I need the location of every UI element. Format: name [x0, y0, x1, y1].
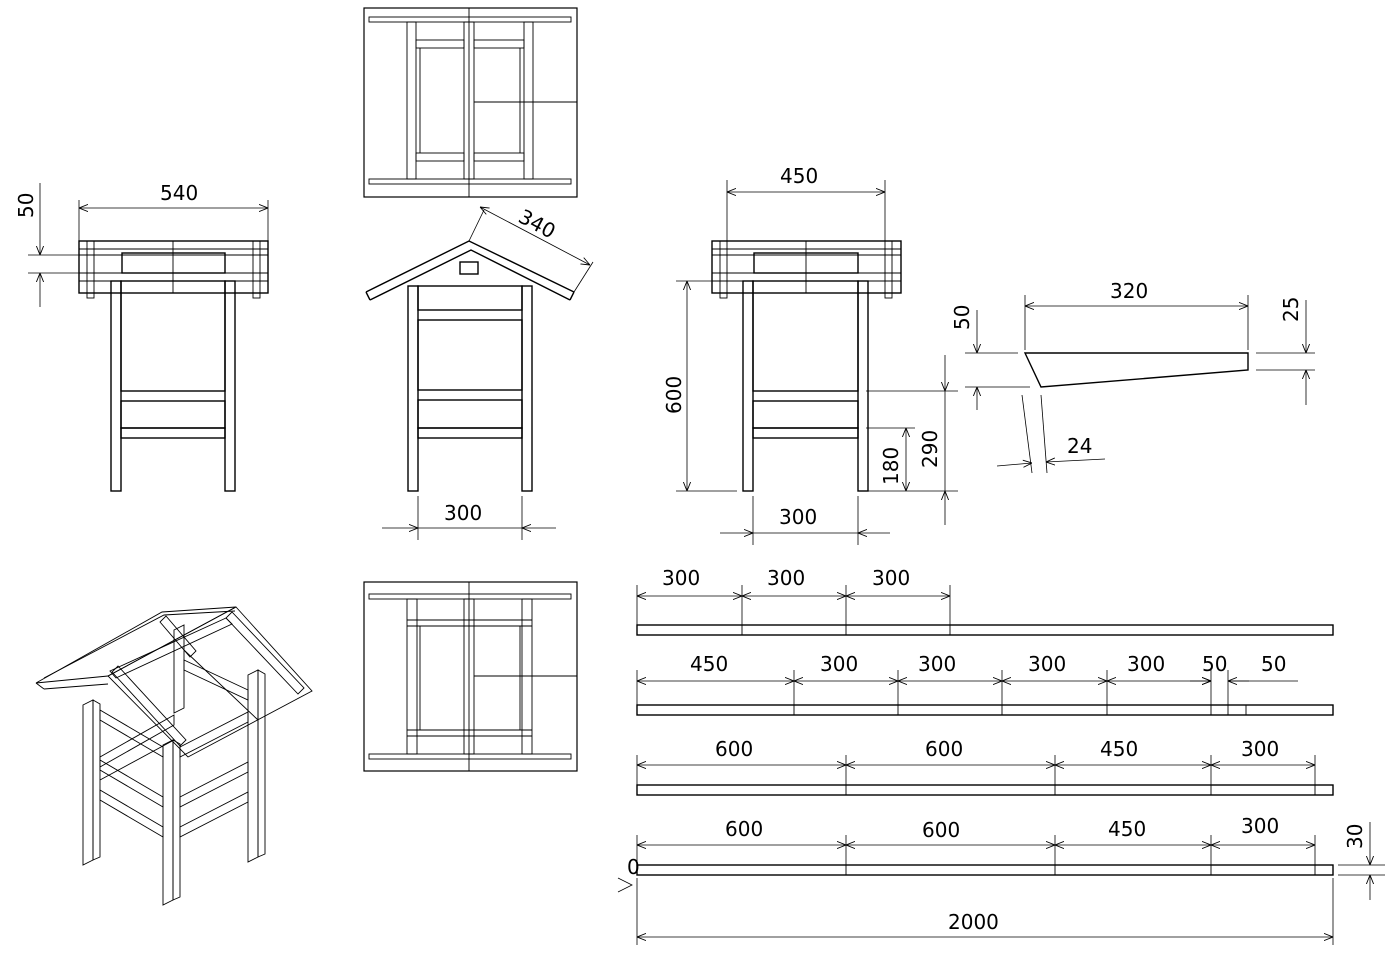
- cut-list: 300 300 300: [617, 566, 1385, 945]
- cut-row-3-label-2: 600: [925, 737, 963, 761]
- cut-row-2-label-3: 300: [918, 652, 956, 676]
- cut-row-1-label-1: 300: [662, 566, 700, 590]
- cut-row-2-label-5: 300: [1127, 652, 1165, 676]
- plan-view-top: [363, 7, 578, 198]
- cut-row-4: 600 600 450 300 0 30 2000: [617, 814, 1385, 945]
- front-roof-thickness-dimension: 50: [14, 193, 38, 218]
- cut-row-4-label-2: 600: [922, 818, 960, 842]
- cut-row-1: 300 300 300: [636, 566, 1334, 636]
- cut-row-2: 450 300 300 300 300 50 50: [636, 652, 1334, 716]
- front-view: 540 50: [14, 181, 269, 492]
- cut-row-2-label-2: 300: [820, 652, 858, 676]
- origin-label: 0: [627, 855, 640, 879]
- rafter-detail: 320 50 25 24: [950, 279, 1315, 474]
- cut-row-2-label-6: 50: [1202, 652, 1227, 676]
- cut-row-4-label-4: 300: [1241, 814, 1279, 838]
- cut-row-2-label-7: 50: [1261, 652, 1286, 676]
- section-height-dimension: 600: [662, 376, 686, 414]
- rafter-start-height-dimension: 50: [950, 305, 974, 330]
- cut-row-3-label-3: 450: [1100, 737, 1138, 761]
- cut-row-3-label-4: 300: [1241, 737, 1279, 761]
- cut-row-1-label-3: 300: [872, 566, 910, 590]
- cut-row-4-label-1: 600: [725, 817, 763, 841]
- cut-row-3: 600 600 450 300: [636, 737, 1334, 796]
- cut-row-2-label-1: 450: [690, 652, 728, 676]
- board-length-dimension: 2000: [948, 910, 999, 934]
- side-leg-span-dimension: 300: [444, 501, 482, 525]
- front-width-dimension: 540: [160, 181, 198, 205]
- plan-view-bottom: [363, 581, 578, 772]
- board-thickness-dimension: 30: [1343, 824, 1367, 849]
- rafter-end-height-dimension: 25: [1279, 297, 1303, 322]
- section-top-width-dimension: 450: [780, 164, 818, 188]
- cut-row-3-label-1: 600: [715, 737, 753, 761]
- lower-rail-dimension: 180: [879, 447, 903, 485]
- cut-row-4-label-3: 450: [1108, 817, 1146, 841]
- rafter-cut-dimension: 24: [1067, 434, 1092, 458]
- section-view: 450 600 300 290 180: [662, 164, 958, 545]
- cut-row-2-label-4: 300: [1028, 652, 1066, 676]
- section-leg-span-dimension: 300: [779, 505, 817, 529]
- rafter-length-dimension: 320: [1110, 279, 1148, 303]
- isometric-view: [35, 606, 313, 906]
- upper-rail-dimension: 290: [918, 430, 942, 468]
- side-view: 340 300: [365, 204, 594, 540]
- cut-row-1-label-2: 300: [767, 566, 805, 590]
